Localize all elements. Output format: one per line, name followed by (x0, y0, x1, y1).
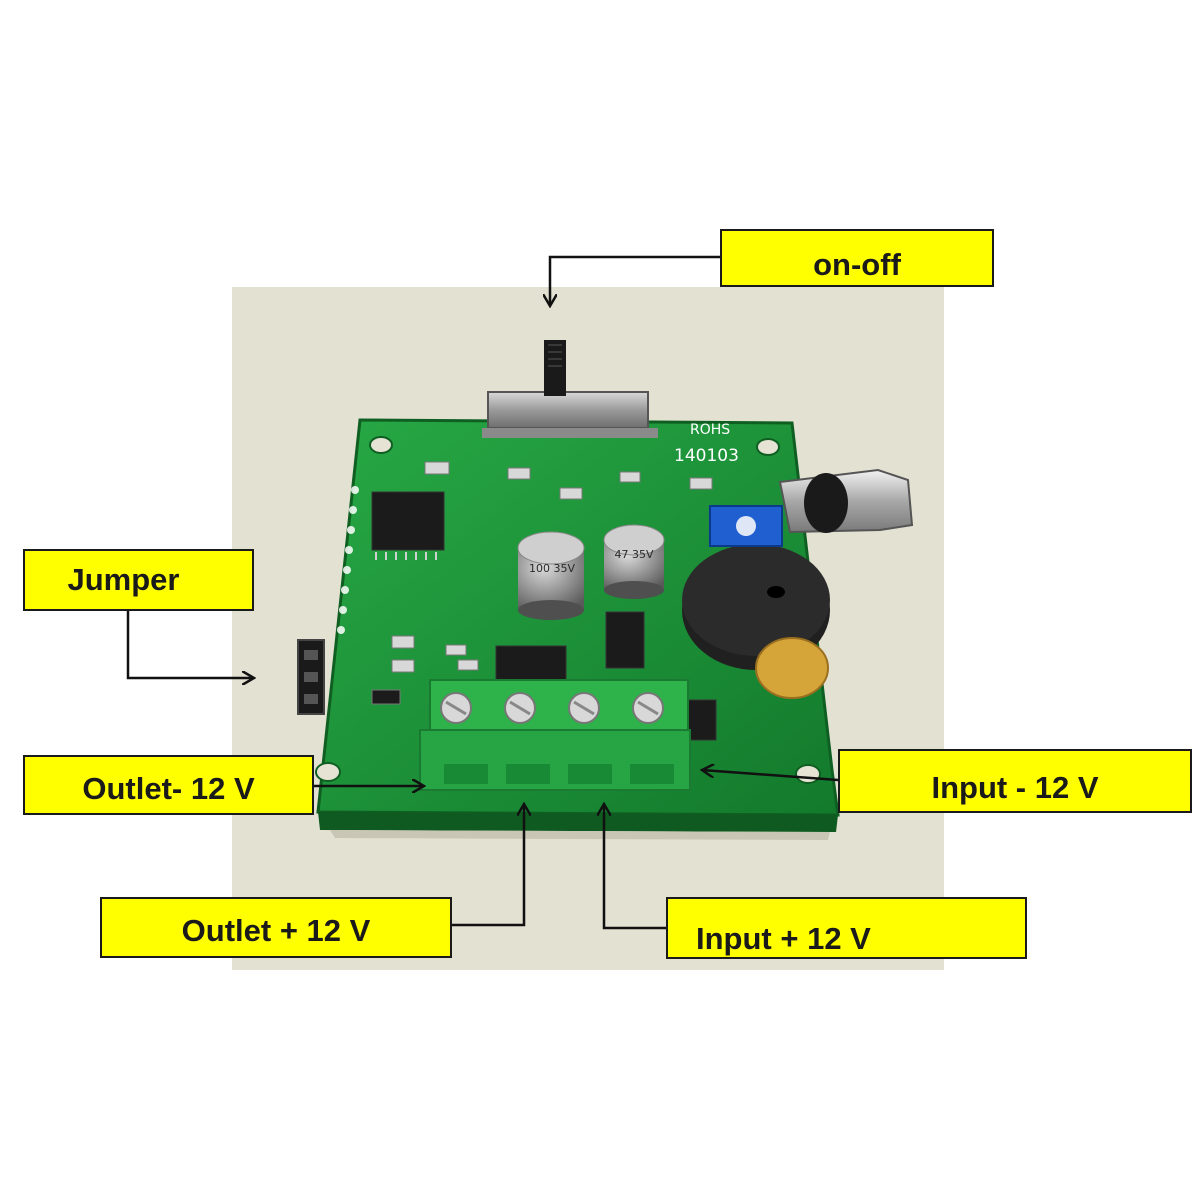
jumper-header (297, 639, 325, 715)
electrolytic-capacitors (517, 524, 665, 620)
ceramic-capacitor (755, 637, 829, 699)
date-code-marking: 140103 (674, 446, 739, 466)
input-positive-label: Input + 12 V (666, 897, 1027, 959)
arrow-outlet-positive (452, 804, 524, 927)
input-negative-label: Input - 12 V (838, 749, 1192, 813)
slide-switch (482, 340, 658, 438)
arrow-on-off (550, 255, 720, 306)
trimmer-potentiometer (709, 505, 783, 547)
arrow-jumper (126, 611, 254, 678)
outlet-negative-label: Outlet- 12 V (23, 755, 314, 815)
mounting-holes (315, 436, 821, 784)
on-off-label: on-off (720, 229, 994, 287)
outlet-positive-label: Outlet + 12 V (100, 897, 452, 958)
jumper-label: Jumper (23, 549, 254, 611)
rohs-marking: ROHS (690, 422, 731, 438)
arrow-input-positive (604, 804, 666, 930)
capacitor-1-marking: 100 35V (528, 562, 575, 575)
crystal-component (778, 468, 914, 534)
smd-components (371, 461, 713, 705)
annotation-arrows (126, 255, 839, 930)
arrow-input-negative (702, 770, 839, 782)
terminal-block (419, 679, 691, 791)
header-pads (337, 486, 359, 634)
capacitor-2-marking: 47 35V (614, 548, 654, 561)
